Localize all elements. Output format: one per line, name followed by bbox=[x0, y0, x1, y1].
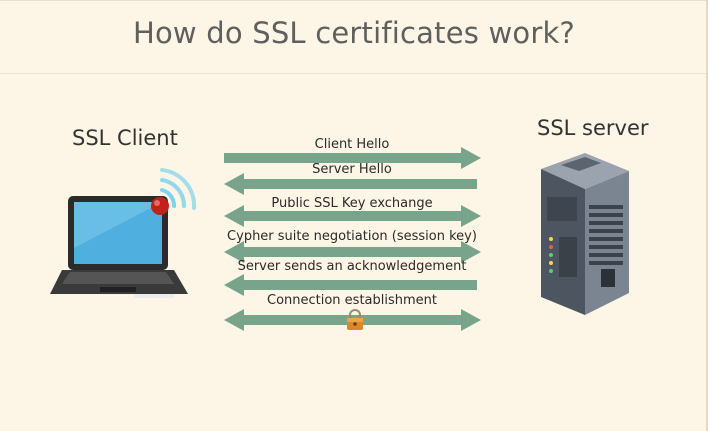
padlock-icon bbox=[342, 308, 368, 332]
page-title: How do SSL certificates work? bbox=[0, 16, 708, 50]
server-label: SSL server bbox=[537, 116, 649, 140]
step-label-3: Public SSL Key exchange bbox=[271, 196, 432, 211]
step-label-4: Cypher suite negotiation (session key) bbox=[227, 229, 477, 244]
client-label: SSL Client bbox=[72, 126, 178, 150]
step-label-5: Server sends an acknowledgement bbox=[238, 259, 467, 274]
laptop-icon bbox=[50, 168, 210, 298]
divider-line bbox=[0, 73, 708, 74]
step-label-1: Client Hello bbox=[315, 137, 390, 152]
step-label-6: Connection establishment bbox=[267, 293, 437, 308]
step-label-2: Server Hello bbox=[312, 162, 392, 177]
top-border bbox=[0, 0, 708, 1]
server-tower-icon bbox=[533, 147, 633, 317]
